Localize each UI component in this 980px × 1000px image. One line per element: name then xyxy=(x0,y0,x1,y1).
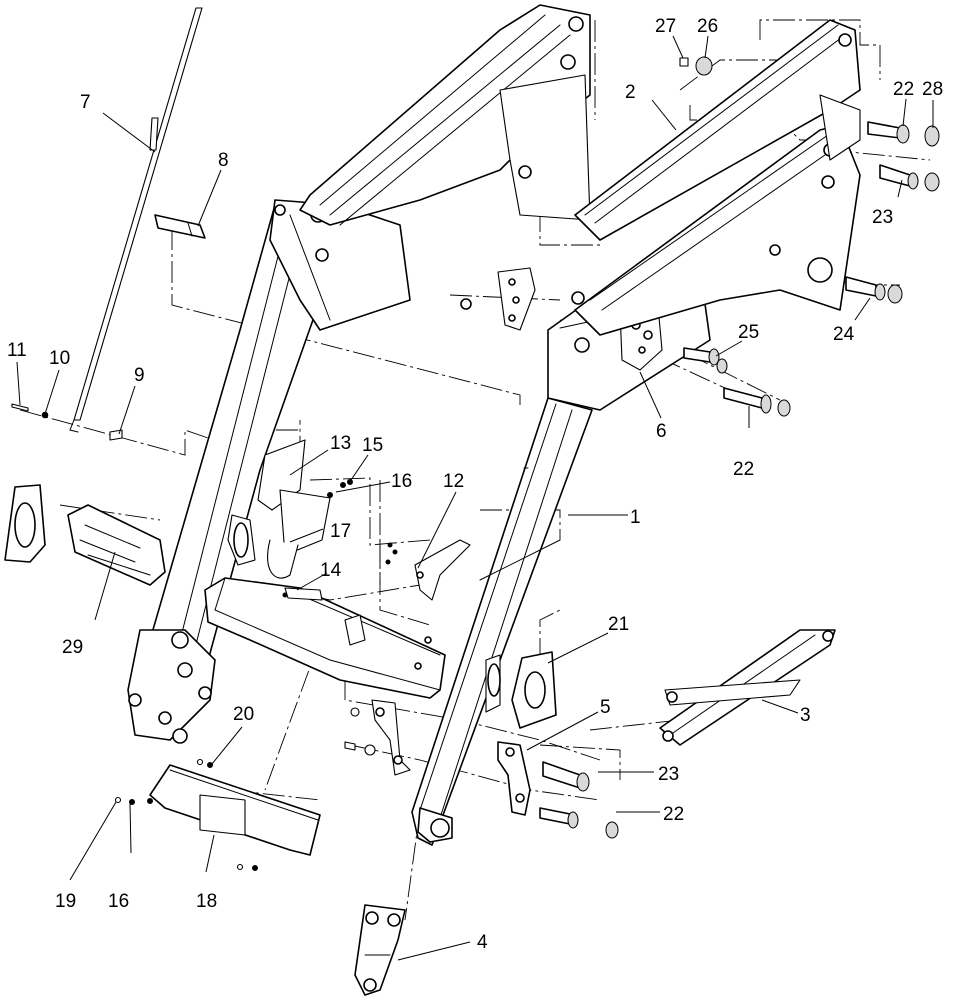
left-upright-arm xyxy=(127,199,411,744)
callout-24: 24 xyxy=(833,324,855,345)
side-pad xyxy=(4,484,46,563)
callout-17: 17 xyxy=(330,521,351,542)
part-24-pin xyxy=(845,276,903,304)
part-18-cover xyxy=(147,764,321,856)
part-23-pin-upper xyxy=(879,164,940,192)
part-26-washer xyxy=(695,56,713,76)
callout-10: 10 xyxy=(49,348,70,369)
part-25-pin xyxy=(683,347,728,374)
part-16-nut-lower xyxy=(129,799,135,805)
callout-8: 8 xyxy=(218,150,229,171)
callout-labels: 1 2 3 4 5 6 7 8 9 10 11 12 13 14 15 16 1… xyxy=(7,16,943,953)
part-7-rod xyxy=(69,7,203,433)
part-22-pin-lower xyxy=(539,807,619,839)
part-21-pad xyxy=(511,651,557,729)
callout-3: 3 xyxy=(800,705,811,726)
part-28-washer xyxy=(924,125,940,147)
part-17-clip xyxy=(267,539,299,579)
part-19-screw xyxy=(114,796,122,804)
part-12-plate xyxy=(385,539,471,601)
callout-11: 11 xyxy=(7,340,27,361)
callout-2: 2 xyxy=(625,82,636,103)
callout-6: 6 xyxy=(656,421,667,442)
callout-16-lower: 16 xyxy=(108,891,129,912)
lower-bracket xyxy=(344,699,411,776)
part-20-screw xyxy=(196,758,258,871)
part-29-handle-grip xyxy=(67,504,166,586)
part-16-nut xyxy=(327,492,333,498)
part-11-cotter-pin xyxy=(11,403,29,412)
part-3-hydraulic-cylinder xyxy=(659,629,836,746)
callout-22-bottom: 22 xyxy=(663,804,684,825)
callout-27: 27 xyxy=(655,16,676,37)
leader-lines xyxy=(16,35,934,961)
part-10-washer xyxy=(41,411,49,419)
part-2-boom xyxy=(299,4,861,336)
callout-28: 28 xyxy=(922,79,943,100)
callout-4: 4 xyxy=(477,932,488,953)
callout-16-upper: 16 xyxy=(391,471,412,492)
callout-22-mid: 22 xyxy=(733,459,754,480)
part-27-bolt xyxy=(679,57,689,67)
callout-12: 12 xyxy=(443,471,464,492)
callout-26: 26 xyxy=(697,16,718,37)
callout-25: 25 xyxy=(738,322,759,343)
part-14-fastener xyxy=(282,587,323,601)
callout-9: 9 xyxy=(134,365,145,386)
callout-29: 29 xyxy=(62,637,83,658)
callout-20: 20 xyxy=(233,704,254,725)
part-15-bolt xyxy=(340,479,353,488)
callout-1: 1 xyxy=(630,507,641,528)
part-13-bracket xyxy=(257,439,331,556)
callout-19: 19 xyxy=(55,891,76,912)
part-22-pin-mid xyxy=(723,387,791,417)
callout-23-top: 23 xyxy=(872,207,893,228)
part-5-bracket xyxy=(497,741,531,816)
part-23-pin-lower xyxy=(542,761,590,792)
callout-15: 15 xyxy=(362,435,383,456)
callout-23-bottom: 23 xyxy=(658,764,679,785)
callout-21: 21 xyxy=(608,614,629,635)
callout-7: 7 xyxy=(80,92,91,113)
part-6-mount-plate xyxy=(460,267,536,331)
part-8-pin xyxy=(154,214,206,239)
callout-14: 14 xyxy=(320,560,342,581)
callout-18: 18 xyxy=(196,891,217,912)
callout-13: 13 xyxy=(330,433,351,454)
part-22-pin-upper xyxy=(867,121,910,144)
part-4-link xyxy=(354,904,406,996)
cross-tube xyxy=(204,577,446,699)
callout-22-top: 22 xyxy=(893,79,914,100)
callout-5: 5 xyxy=(600,697,611,718)
